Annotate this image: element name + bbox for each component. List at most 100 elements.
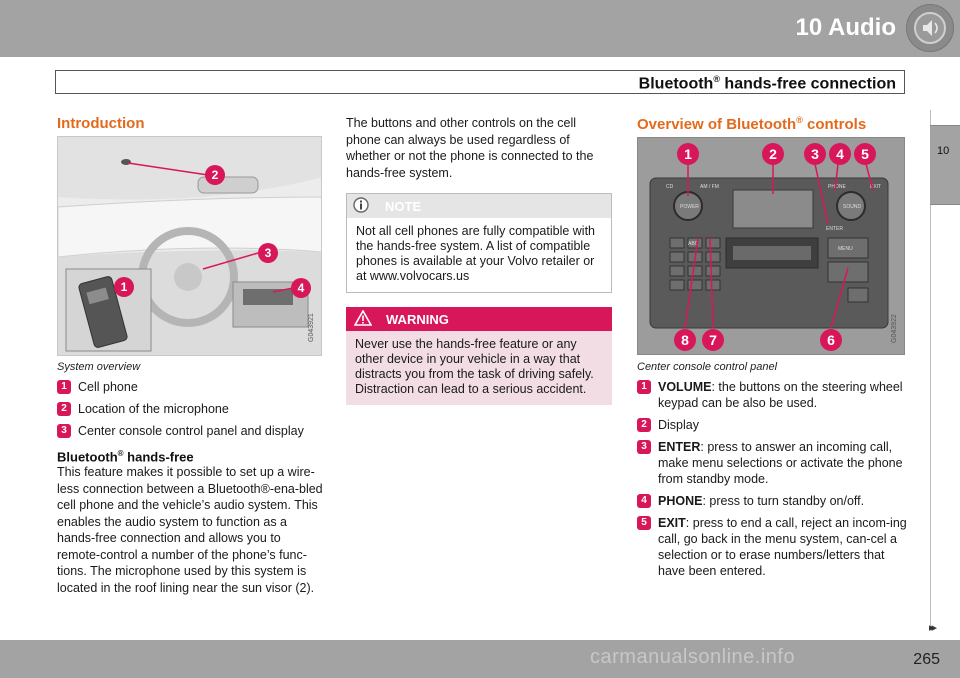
list-item-term: PHONE [658, 494, 703, 508]
list-item-term: VOLUME [658, 380, 712, 394]
center-console-figure: CD AM / FM POWER PHONE EXIT SOUND ENTER … [637, 137, 905, 355]
list-item-text: : press to answer an incoming call, make… [658, 440, 903, 486]
warning-header: WARNING [346, 307, 612, 331]
right-column-heading-wrap: Overview of Bluetooth® controls [637, 115, 907, 133]
controls-overview-heading: Overview of Bluetooth® controls [637, 115, 867, 133]
number-badge: 3 [637, 440, 651, 454]
number-badge: 1 [57, 380, 71, 394]
number-badge: 5 [637, 516, 651, 530]
speaker-icon [906, 4, 954, 52]
number-badge: 3 [57, 424, 71, 438]
svg-text:2: 2 [212, 168, 219, 182]
system-overview-figure: 2 3 4 1 G043921 [57, 136, 322, 356]
list-item: 4 PHONE: press to turn standby on/off. [637, 493, 907, 509]
svg-text:MENU: MENU [838, 246, 853, 252]
callout-6: 6 [820, 329, 842, 351]
svg-text:3: 3 [265, 246, 272, 260]
number-badge: 2 [637, 418, 651, 432]
list-item-text: : the buttons on the steering wheel keyp… [658, 380, 903, 410]
center-console-caption: Center console control panel [637, 361, 778, 373]
bluetooth-paragraph: This feature makes it possible to set up… [57, 465, 323, 595]
info-icon [353, 196, 369, 216]
list-item-text: Location of the microphone [78, 402, 229, 416]
watermark: carmanualsonline.info [590, 646, 796, 668]
warning-box: WARNING Never use the hands-free feature… [346, 307, 612, 405]
callout-7: 7 [702, 329, 724, 351]
chapter-title: 10 Audio [795, 14, 896, 41]
callout-1: 1 [677, 143, 699, 165]
svg-text:EXIT: EXIT [870, 184, 881, 190]
svg-text:ABC: ABC [688, 241, 699, 247]
svg-text:5: 5 [861, 146, 869, 162]
svg-text:1: 1 [121, 280, 128, 294]
list-item-text: : press to turn standby on/off. [702, 494, 865, 508]
list-item-text: Display [658, 418, 699, 432]
list-item: 2 Location of the microphone [57, 401, 323, 417]
bluetooth-handsfree-heading: Bluetooth® hands-free [57, 449, 194, 465]
callout-4: 4 [291, 278, 311, 298]
section-title-bar [55, 70, 905, 94]
warning-label: WARNING [386, 311, 449, 327]
callout-3: 3 [258, 243, 278, 263]
note-box: NOTE Not all cell phones are fully compa… [346, 193, 612, 293]
warning-text: Never use the hands-free feature or any … [355, 337, 594, 396]
side-divider [930, 110, 931, 630]
svg-text:4: 4 [836, 146, 844, 162]
list-item-term: ENTER [658, 440, 701, 454]
callout-8: 8 [674, 329, 696, 351]
left-column: Introduction [57, 115, 323, 132]
svg-text:7: 7 [709, 332, 717, 348]
system-overview-caption: System overview [57, 361, 141, 373]
number-badge: 4 [637, 494, 651, 508]
svg-text:1: 1 [684, 146, 692, 162]
list-item: 3 ENTER: press to answer an incoming cal… [637, 439, 907, 487]
note-header: NOTE [347, 194, 611, 218]
svg-text:PHONE: PHONE [828, 184, 846, 190]
callout-4: 4 [829, 143, 851, 165]
left-list: System overview 1 Cell phone 2 Location … [57, 361, 323, 596]
controls-paragraph: The buttons and other controls on the ce… [346, 116, 594, 180]
svg-text:SOUND: SOUND [843, 204, 861, 210]
note-label: NOTE [385, 198, 422, 214]
svg-text:CD: CD [666, 184, 674, 190]
introduction-heading: Introduction [57, 115, 145, 132]
list-item: 1 VOLUME: the buttons on the steering wh… [637, 379, 907, 411]
svg-text:3: 3 [811, 146, 819, 162]
right-list: Center console control panel 1 VOLUME: t… [637, 361, 907, 579]
list-item: 3 Center console control panel and displ… [57, 423, 323, 439]
svg-text:4: 4 [298, 281, 305, 295]
next-page-marker: ▸▸ [928, 622, 937, 634]
svg-text:POWER: POWER [680, 204, 699, 210]
list-item-text: Cell phone [78, 380, 138, 394]
list-item: 5 EXIT: press to end a call, reject an i… [637, 515, 907, 579]
callout-2: 2 [762, 143, 784, 165]
callout-3: 3 [804, 143, 826, 165]
footer-band [0, 640, 960, 678]
middle-column: The buttons and other controls on the ce… [346, 115, 612, 405]
svg-text:ENTER: ENTER [826, 226, 843, 232]
warning-triangle-icon [353, 308, 373, 329]
page-number: 265 [913, 651, 940, 668]
figure-code: G043921 [308, 313, 315, 342]
svg-text:6: 6 [827, 332, 835, 348]
callout-1: 1 [114, 277, 134, 297]
svg-text:8: 8 [681, 332, 689, 348]
list-item-term: EXIT [658, 516, 686, 530]
list-item: 1 Cell phone [57, 379, 323, 395]
callout-2: 2 [205, 165, 225, 185]
list-item-text: : press to end a call, reject an incom-i… [658, 516, 907, 578]
svg-text:2: 2 [769, 146, 777, 162]
number-badge: 1 [637, 380, 651, 394]
number-badge: 2 [57, 402, 71, 416]
chapter-tab [930, 125, 960, 205]
callout-5: 5 [854, 143, 876, 165]
list-item: 2 Display [637, 417, 907, 433]
chapter-tab-number: 10 [937, 145, 950, 157]
header-band [0, 0, 960, 57]
list-item-text: Center console control panel and display [78, 424, 304, 438]
note-text: Not all cell phones are fully compatible… [356, 224, 596, 283]
figure-code: G043922 [891, 314, 898, 343]
section-title: Bluetooth® hands-free connection [638, 74, 896, 93]
svg-text:AM / FM: AM / FM [700, 184, 719, 190]
